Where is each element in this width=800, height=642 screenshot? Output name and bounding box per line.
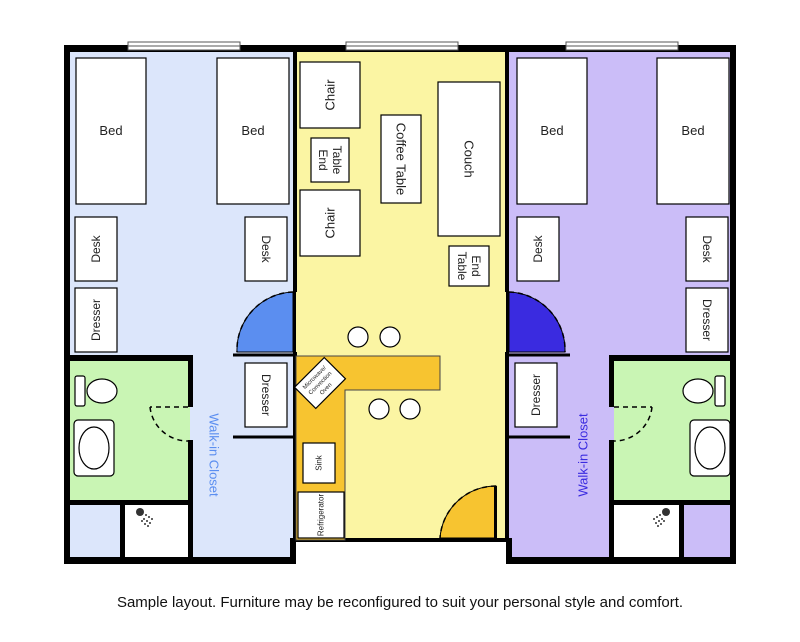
left-bed-2: Bed: [216, 57, 290, 205]
entry-wall-bottom: [290, 538, 512, 542]
floor-plan: Bed Bed Desk Dresser Desk Dresser Walk-i…: [64, 41, 736, 564]
kitchen-door-arc: [439, 485, 497, 539]
right-partition-top: [505, 52, 509, 292]
right-dresser-1: Dresser: [514, 362, 558, 428]
left-desk-2: Desk: [244, 216, 288, 282]
right-desk-1-label: Desk: [531, 234, 545, 262]
left-partition-top: [293, 52, 297, 292]
end-table-right: End Table: [448, 245, 490, 287]
right-dresser-1-label: Dresser: [529, 374, 543, 416]
window-icon: [345, 41, 459, 51]
left-shower-wall: [120, 500, 125, 560]
end-table-right-line1: End: [469, 255, 483, 276]
left-desk-1: Desk: [74, 216, 118, 282]
left-bed-1-label: Bed: [99, 123, 122, 138]
left-bed-2-label: Bed: [241, 123, 264, 138]
couch: Couch: [437, 81, 501, 237]
right-bed-2: Bed: [656, 57, 730, 205]
right-desk-2: Desk: [685, 216, 729, 282]
left-door-arc: [236, 291, 294, 353]
left-desk-1-label: Desk: [89, 234, 103, 262]
right-desk-1: Desk: [516, 216, 560, 282]
left-dresser-1-label: Dresser: [89, 299, 103, 341]
bathroom-sink-icon: [689, 419, 731, 477]
right-dresser-2: Dresser: [685, 287, 729, 353]
right-bed-2-label: Bed: [681, 123, 704, 138]
kitchen-sink: Sink: [302, 442, 336, 484]
left-bath-wall: [67, 355, 193, 361]
stool-icon: [379, 326, 401, 348]
left-dresser-1: Dresser: [74, 287, 118, 353]
kitchen-sink-label: Sink: [315, 454, 324, 471]
stool-icon: [399, 398, 421, 420]
chair-top-label: Chair: [323, 79, 338, 111]
end-table-left-line2: Table: [330, 146, 344, 175]
right-desk-2-label: Desk: [700, 235, 714, 263]
right-closet-label: Walk-in Closet: [576, 413, 591, 497]
left-bath-wall-bottom: [67, 500, 193, 505]
right-dresser-2-label: Dresser: [700, 299, 714, 341]
window-icon: [565, 41, 679, 51]
end-table-left: End Table: [310, 137, 350, 183]
stool-icon: [368, 398, 390, 420]
chair-bottom-label: Chair: [323, 207, 338, 239]
kitchen-door-leaf: [494, 486, 497, 538]
window-icon: [127, 41, 241, 51]
right-bath-wall-bottom: [611, 500, 733, 505]
refrigerator-label: Refrigerator: [317, 494, 326, 537]
right-bed-1-label: Bed: [540, 123, 563, 138]
left-dresser-2-label: Dresser: [259, 374, 273, 416]
bathroom-sink-icon: [73, 419, 115, 477]
left-bath-wall-side: [188, 355, 193, 407]
left-bed-1: Bed: [75, 57, 147, 205]
right-bath-wall: [611, 355, 733, 361]
refrigerator: Refrigerator: [297, 491, 345, 539]
couch-label: Couch: [462, 140, 477, 178]
coffee-table: Coffee Table: [380, 114, 422, 204]
chair-bottom: Chair: [299, 189, 361, 257]
end-table-right-line2: Table: [455, 252, 469, 281]
left-closet-label: Walk-in Closet: [207, 413, 222, 497]
chair-top: Chair: [299, 61, 361, 129]
end-table-left-line1: End: [316, 149, 330, 170]
toilet-icon: [682, 375, 726, 407]
left-dresser-2: Dresser: [244, 362, 288, 428]
coffee-table-label: Coffee Table: [394, 123, 409, 196]
layout-caption: Sample layout. Furniture may be reconfig…: [116, 594, 684, 611]
left-partition-bottom: [293, 352, 297, 540]
entry-wall-left: [290, 538, 296, 560]
left-bath-door-arc: [149, 406, 189, 442]
right-door-arc: [508, 291, 566, 353]
microwave-oven: Microwave/ Convection Oven: [293, 356, 347, 410]
right-shower-wall: [679, 500, 684, 560]
right-partition-bottom: [505, 352, 509, 540]
stool-icon: [347, 326, 369, 348]
right-bath-door-arc: [613, 406, 653, 442]
entry-gap: [296, 540, 506, 564]
left-shower: [125, 503, 190, 557]
right-bed-1: Bed: [516, 57, 588, 205]
toilet-icon: [74, 375, 118, 407]
entry-wall-right: [506, 538, 512, 560]
left-desk-2-label: Desk: [259, 235, 273, 263]
right-bath-wall-side: [609, 355, 614, 407]
